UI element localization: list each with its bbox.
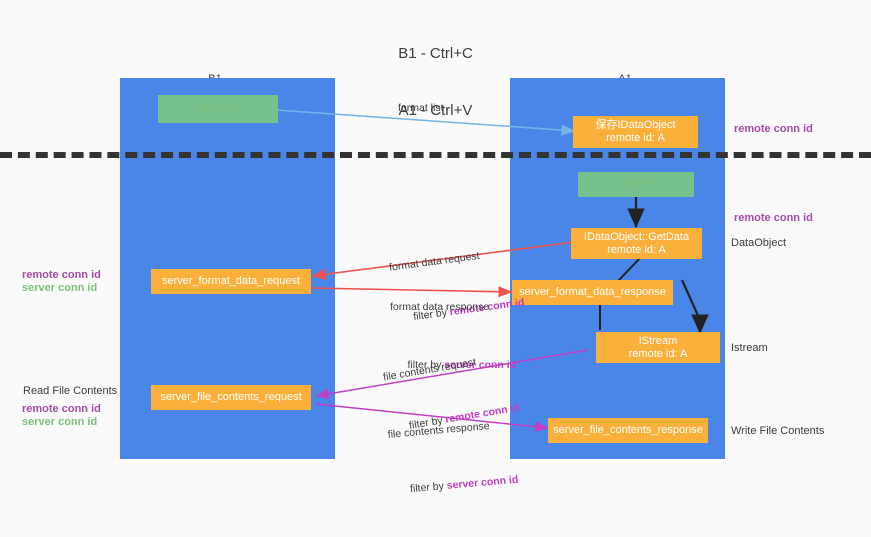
box-ctrl-c-label: Ctrl + C (198, 102, 238, 115)
box-save-idataobject-line1: 保存IDataObject (595, 119, 676, 131)
box-ctrl-v[interactable]: Ctrl + V (578, 172, 694, 197)
box-server-file-contents-response[interactable]: server_file_contents_response (548, 418, 708, 443)
box-istream[interactable]: IStream remote id: A (596, 332, 720, 363)
caption-filter-key-2: server conn id (444, 359, 517, 371)
label-istream: Istream (731, 342, 768, 354)
caption-format-data-request: format data request (388, 249, 481, 274)
caption-filter-by-server-conn-id-4: filter by server conn id (391, 461, 520, 511)
section-divider (0, 152, 871, 158)
caption-format-data-response-group: format data response filter by server co… (390, 275, 516, 411)
box-ctrl-c[interactable]: Ctrl + C (158, 95, 278, 123)
box-server-file-contents-request[interactable]: server_file_contents_request (151, 385, 311, 410)
box-save-idataobject[interactable]: 保存IDataObject remote id: A (573, 116, 698, 148)
caption-filter-key-4: server conn id (446, 473, 519, 492)
label-left-remote-conn-id: remote conn id (22, 269, 101, 281)
box-server-format-data-response-label: server_format_data_response (519, 286, 666, 298)
box-idataobject-getdata-line1: IDataObject::GetData (583, 230, 690, 243)
caption-filter-by-server-conn-id-2: filter by server conn id (390, 346, 517, 385)
box-server-file-contents-request-label: server_file_contents_request (160, 391, 302, 403)
label-remote-conn-id-top: remote conn id (734, 123, 813, 135)
box-server-format-data-request-label: server_format_data_request (161, 275, 301, 287)
diagram-canvas: B1 - Ctrl+C A1 - Ctrl+V B1 connection A1… (0, 45, 871, 495)
box-server-format-data-response[interactable]: server_format_data_response (512, 280, 673, 305)
label-left-server-conn-id-2: server conn id (22, 416, 98, 428)
title-line-1: B1 - Ctrl+C (398, 45, 473, 62)
box-istream-line1: IStream (638, 334, 678, 347)
label-left-server-conn-id: server conn id (22, 282, 98, 294)
label-remote-conn-id-mid: remote conn id (734, 212, 813, 224)
caption-filter-prefix-2: filter by (407, 359, 445, 371)
label-dataobject: DataObject (731, 237, 787, 249)
label-write-file-contents: Write File Contents (731, 425, 825, 437)
caption-file-contents-response: file contents response (387, 419, 491, 441)
box-istream-line2: remote id: A (628, 347, 688, 360)
caption-filter-prefix-4: filter by (409, 479, 448, 496)
box-idataobject-getdata[interactable]: IDataObject::GetData remote id: A (571, 228, 702, 259)
label-left-remote-conn-id-2: remote conn id (22, 403, 101, 415)
caption-format-data-response: format data response (390, 301, 490, 313)
label-read-file-contents: Read File Contents (23, 385, 118, 397)
box-ctrl-v-label: Ctrl + V (616, 178, 656, 190)
box-server-file-contents-response-label: server_file_contents_response (553, 424, 703, 436)
box-idataobject-getdata-line2: remote id: A (607, 243, 666, 256)
box-save-idataobject-line2: remote id: A (606, 132, 665, 144)
box-server-format-data-request[interactable]: server_format_data_request (151, 269, 311, 294)
caption-file-contents-request: file contents request (382, 356, 477, 384)
caption-file-contents-response-group: file contents response filter by server … (385, 392, 522, 536)
caption-format-list: format list (398, 102, 444, 114)
